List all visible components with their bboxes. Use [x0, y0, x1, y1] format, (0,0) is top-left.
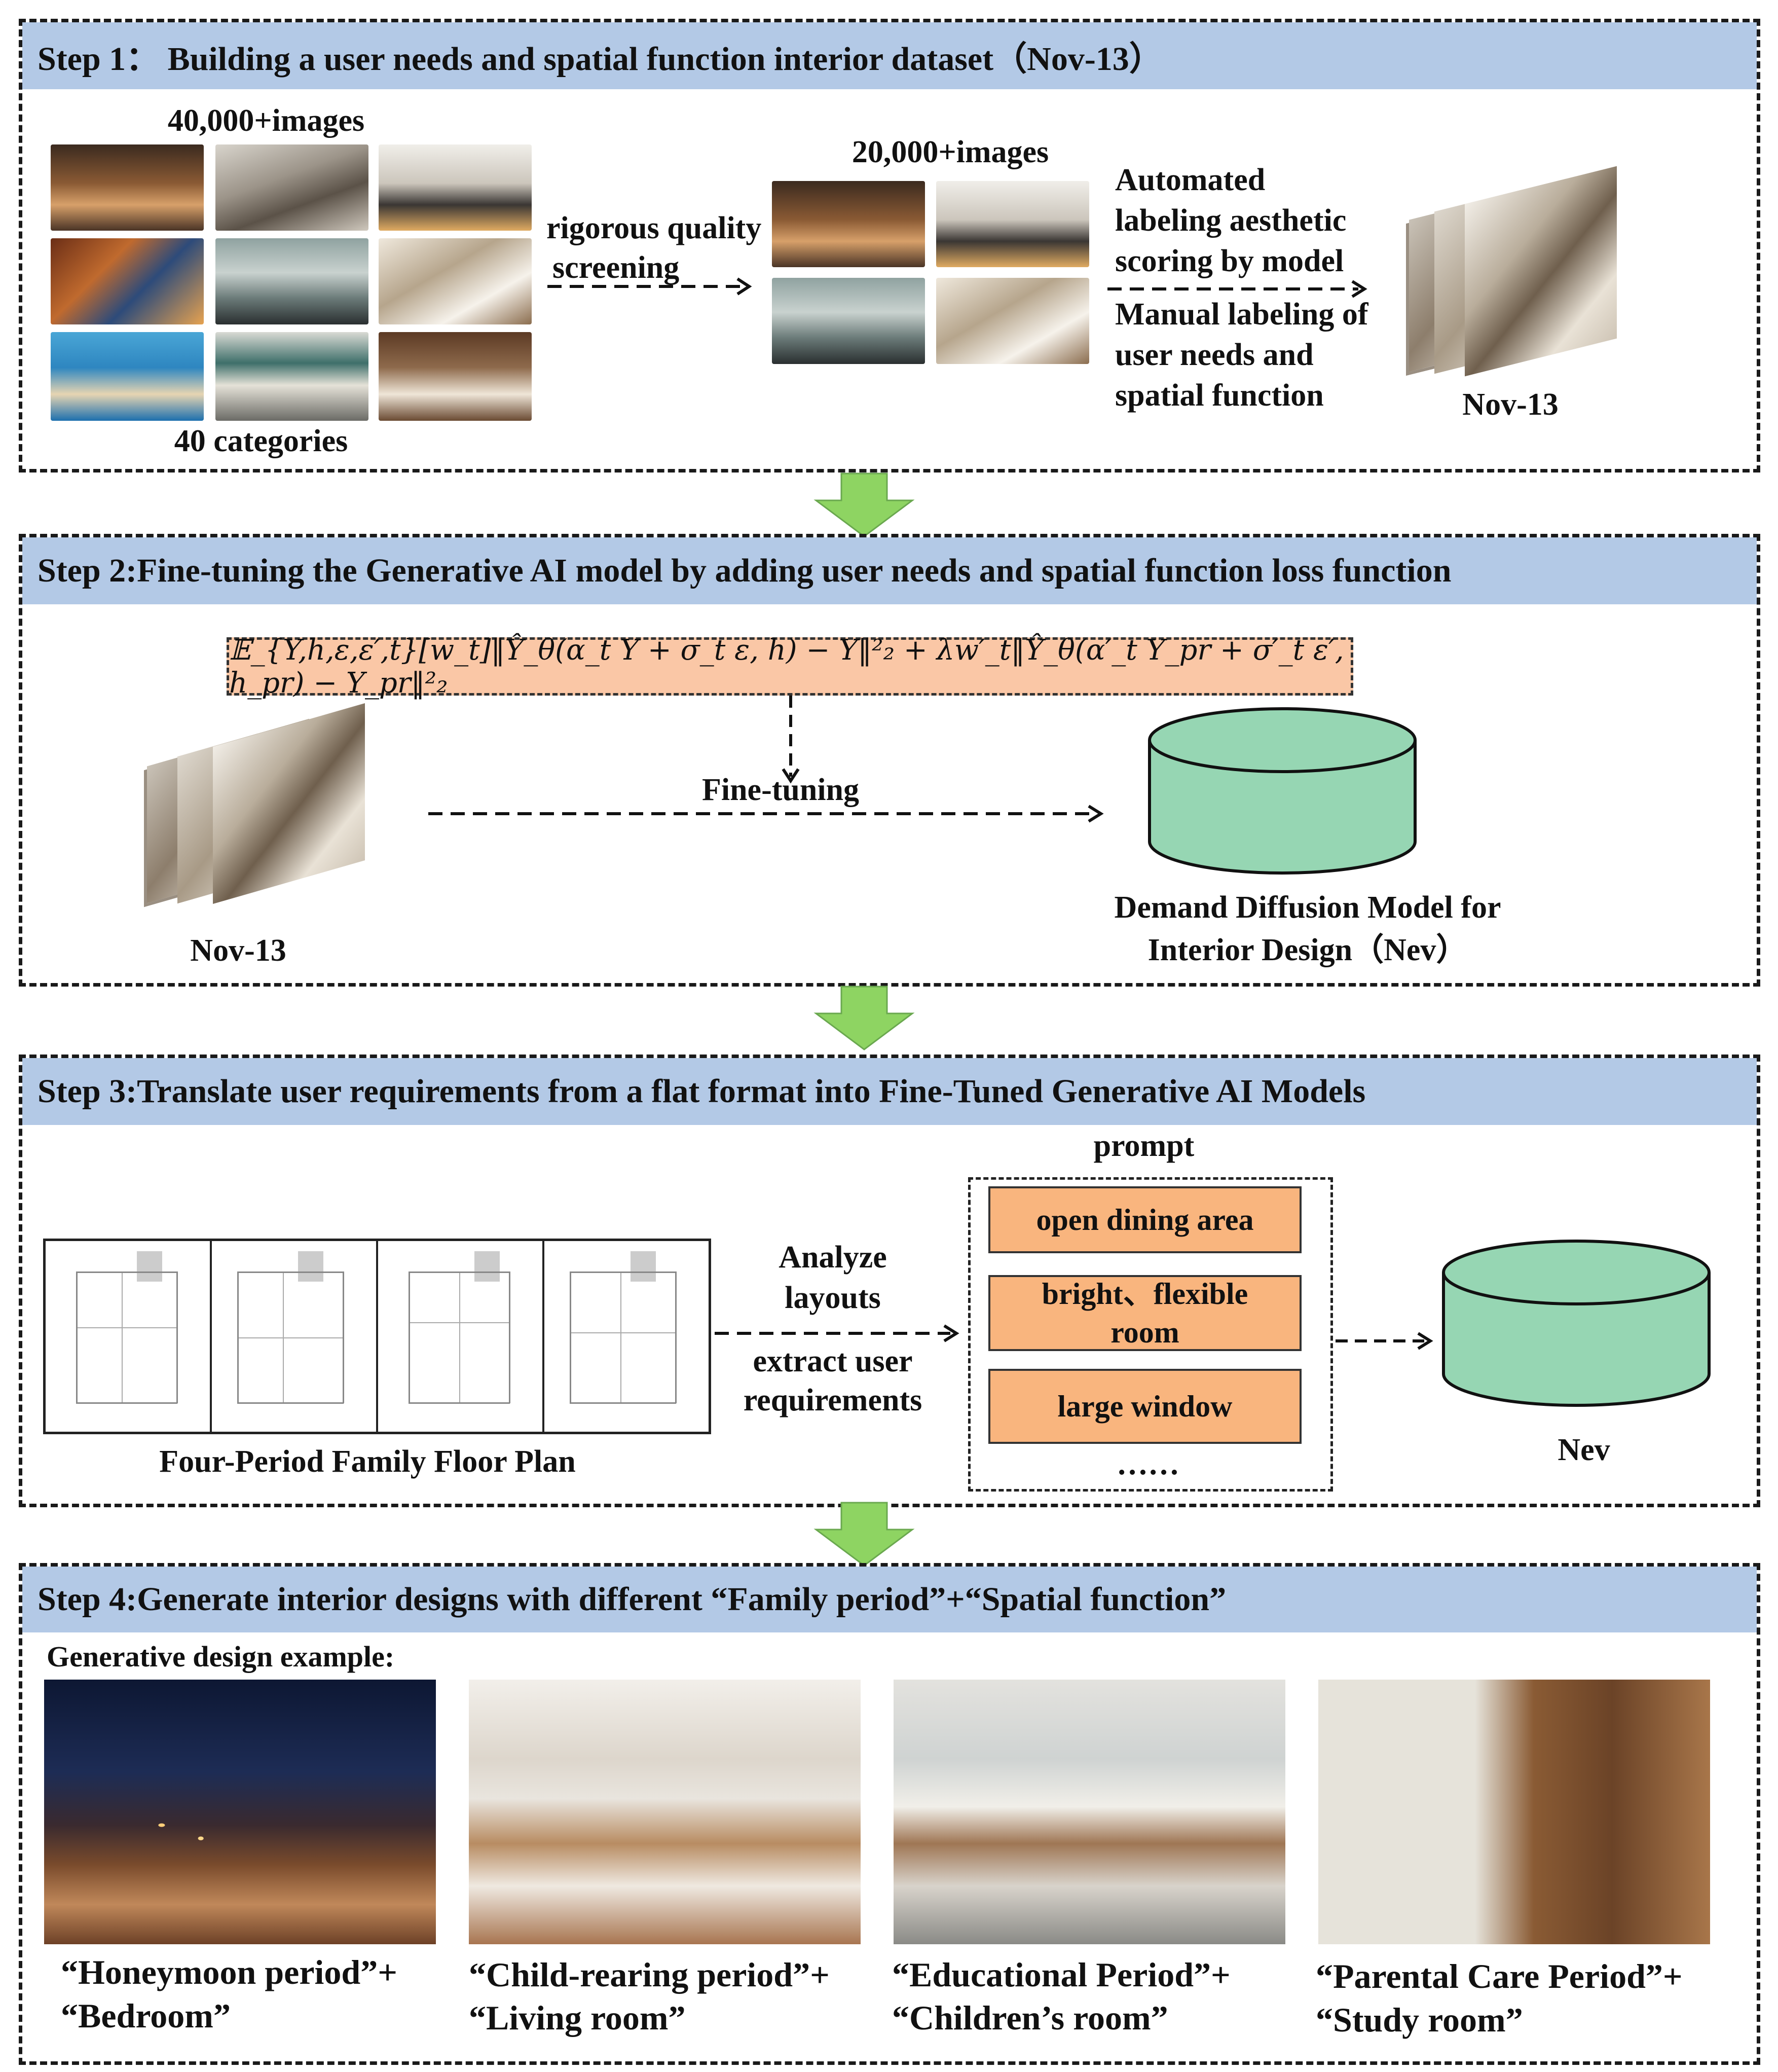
source-image: [379, 144, 532, 231]
images-count-label: 40,000+images: [167, 103, 365, 138]
prompt-box: [968, 1177, 1333, 1492]
source-image: [51, 332, 204, 421]
step3-title-band: Step 3:Translate user requirements from …: [22, 1058, 1757, 1125]
example-caption-3-line1: “Educational Period”+: [892, 1955, 1231, 1994]
prompt-item: open dining area: [988, 1186, 1302, 1253]
analyze-line1: Analyze: [779, 1240, 887, 1275]
loss-formula: 𝔼_{Y,h,ε,ε′,t}[w_t]‖Ŷ_θ(α_t Y + σ_t ε, h…: [229, 633, 1344, 700]
formula-down-arrow: [782, 696, 800, 784]
labeling-line2: labeling aesthetic: [1115, 203, 1347, 238]
step3-panel: [19, 1055, 1760, 1507]
filtered-count-label: 20,000+images: [851, 135, 1049, 169]
prompt-ellipsis: ……: [1117, 1447, 1179, 1481]
prompt-item: large window: [988, 1369, 1302, 1444]
floorplan-caption: Four-Period Family Floor Plan: [159, 1444, 576, 1479]
example-caption-4-line1: “Parental Care Period”+: [1316, 1957, 1683, 1995]
labeling-line4: Manual labeling of: [1115, 297, 1368, 332]
example-caption-2-line2: “Living room”: [469, 1998, 686, 2037]
filtered-image: [772, 278, 925, 364]
step2-panel: [19, 534, 1760, 987]
prompt-item: bright、flexible room: [988, 1275, 1302, 1351]
filtered-image: [936, 181, 1089, 267]
model-name-line2: Interior Design（Nev）: [1147, 933, 1468, 967]
prompt-item-label: open dining area: [1036, 1203, 1254, 1237]
nev-label: Nev: [1558, 1433, 1610, 1467]
extract-line2: requirements: [743, 1383, 922, 1417]
source-image: [51, 238, 204, 324]
finetuning-arrow: [428, 805, 1104, 823]
floor-plan: [378, 1241, 544, 1432]
analyze-arrow: [715, 1324, 959, 1342]
source-image: [379, 332, 532, 421]
dataset-stack-layer: [213, 703, 365, 904]
dataset-stack-step2: [137, 703, 400, 923]
labeling-line3: scoring by model: [1115, 244, 1344, 278]
example-image-living-room: [469, 1680, 861, 1944]
floor-plan-strip: [43, 1239, 711, 1434]
labeling-line5: user needs and: [1115, 338, 1314, 372]
prompt-item-label: large window: [1057, 1390, 1233, 1423]
extract-line1: extract user: [753, 1344, 913, 1378]
loss-formula-box: 𝔼_{Y,h,ε,ε′,t}[w_t]‖Ŷ_θ(α_t Y + σ_t ε, h…: [227, 634, 1353, 700]
example-caption-1-line1: “Honeymoon period”+: [61, 1953, 397, 1991]
dataset-stack: [1399, 166, 1632, 388]
labeling-line6: spatial function: [1115, 378, 1324, 413]
step3-title: Step 3:Translate user requirements from …: [38, 1073, 1366, 1110]
example-caption-2-line1: “Child-rearing period”+: [469, 1955, 830, 1994]
step1-panel: [19, 19, 1760, 472]
example-image-bedroom: [44, 1680, 436, 1944]
example-caption-1-line2: “Bedroom”: [61, 1996, 231, 2035]
flow-arrow-3: [813, 1502, 915, 1567]
nev-cylinder-step3: [1442, 1240, 1711, 1407]
source-image: [215, 332, 368, 421]
flow-arrow-1: [813, 472, 915, 537]
floor-plan: [46, 1241, 212, 1432]
filtered-image: [936, 278, 1089, 364]
prompt-to-nev-arrow: [1336, 1332, 1433, 1350]
step1-title-band: Step 1： Building a user needs and spatia…: [22, 22, 1757, 89]
floor-plan: [544, 1241, 709, 1432]
step2-title-band: Step 2:Fine-tuning the Generative AI mod…: [22, 537, 1757, 604]
source-image: [51, 144, 204, 231]
source-image: [379, 238, 532, 324]
finetuning-label: Fine-tuning: [701, 773, 860, 807]
source-image: [215, 238, 368, 324]
model-name-line1: Demand Diffusion Model for: [1114, 890, 1501, 925]
flow-arrow-2: [813, 986, 915, 1050]
screening-arrow: [547, 277, 752, 296]
dataset-stack-layer: [1465, 166, 1617, 377]
dataset-name-label: Nov-13: [1462, 387, 1559, 422]
step1-title: Step 1： Building a user needs and spatia…: [38, 41, 1163, 78]
step2-title: Step 2:Fine-tuning the Generative AI mod…: [38, 552, 1452, 589]
screening-label-line1: rigorous quality: [546, 211, 762, 245]
example-label: Generative design example:: [47, 1640, 395, 1673]
example-caption-3-line2: “Children’s room”: [892, 1998, 1168, 2037]
step4-panel: [19, 1563, 1760, 2065]
labeling-line1: Automated: [1115, 163, 1266, 197]
source-image: [215, 144, 368, 231]
dataset-name-label-step2: Nov-13: [190, 933, 286, 968]
example-caption-4-line2: “Study room”: [1316, 2001, 1523, 2039]
categories-label: 40 categories: [174, 424, 348, 458]
floor-plan: [212, 1241, 378, 1432]
step4-title-band: Step 4:Generate interior designs with di…: [22, 1567, 1757, 1632]
analyze-line2: layouts: [785, 1281, 881, 1315]
example-image-childrens-room: [894, 1680, 1285, 1944]
prompt-item-label: bright、flexible room: [1042, 1277, 1248, 1349]
filtered-image: [772, 181, 925, 267]
example-image-study-room: [1318, 1680, 1710, 1944]
nev-cylinder-step2: [1148, 707, 1417, 875]
step4-title: Step 4:Generate interior designs with di…: [38, 1581, 1227, 1618]
screening-label-line2: screening: [552, 250, 680, 285]
labeling-arrow: [1107, 280, 1367, 298]
prompt-title: prompt: [1093, 1129, 1195, 1163]
